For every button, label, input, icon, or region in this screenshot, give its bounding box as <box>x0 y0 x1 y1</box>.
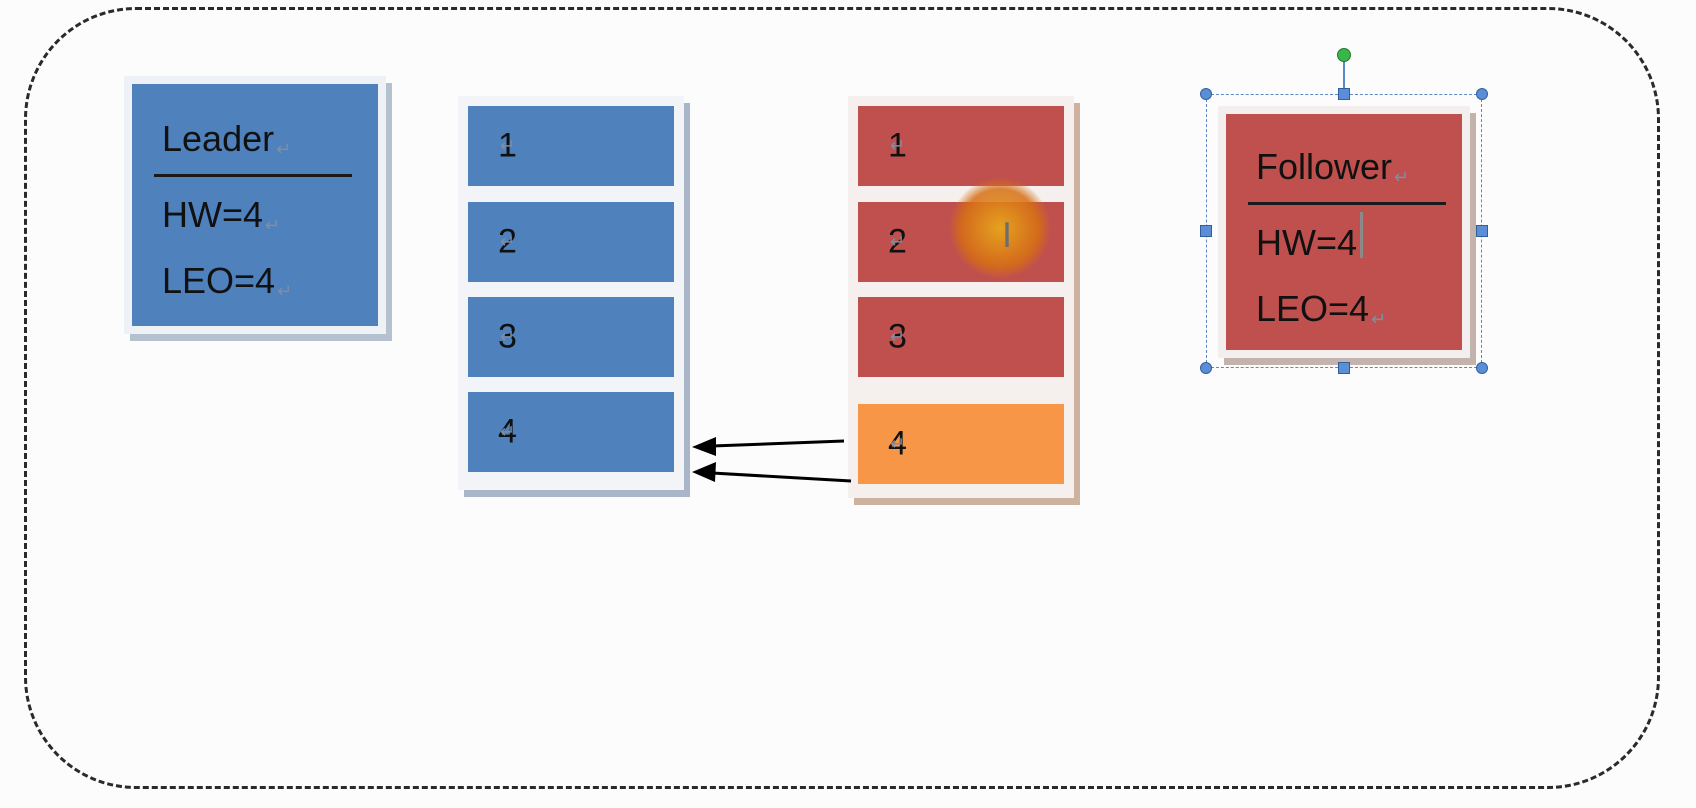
leader-card[interactable]: Leader↵ HW=4↵ LEO=4↵ <box>124 76 386 334</box>
paragraph-mark-icon: ↵ <box>277 281 293 301</box>
leader-leo: LEO=4↵ <box>162 260 293 301</box>
follower-title: Follower↵ <box>1256 146 1410 187</box>
rotate-handle-icon[interactable] <box>1337 48 1351 62</box>
paragraph-mark-icon: ↵ <box>276 139 292 159</box>
follower-card[interactable]: Follower↵ HW=4 LEO=4↵ <box>1218 106 1470 358</box>
cursor-highlight <box>950 178 1050 278</box>
follower-log-entry[interactable]: 1↵ <box>858 106 1064 186</box>
rotation-stem <box>1343 56 1345 96</box>
resize-handle-s[interactable] <box>1338 362 1350 374</box>
follower-divider <box>1248 202 1446 205</box>
leader-log-entry[interactable]: 2↵ <box>468 202 674 282</box>
resize-handle-sw[interactable] <box>1200 362 1212 374</box>
resize-handle-ne[interactable] <box>1476 88 1488 100</box>
leader-log-entry[interactable]: 3↵ <box>468 297 674 377</box>
follower-log: 1↵ 2↵ 3↵ 4↵ <box>848 96 1074 498</box>
i-beam-cursor-icon: I <box>1002 216 1013 256</box>
leader-title: Leader↵ <box>162 118 292 159</box>
resize-handle-nw[interactable] <box>1200 88 1212 100</box>
paragraph-mark-icon: ↵ <box>1394 167 1410 187</box>
resize-handle-n[interactable] <box>1338 88 1350 100</box>
leader-divider <box>154 174 352 177</box>
follower-leo: LEO=4↵ <box>1256 288 1387 329</box>
resize-handle-w[interactable] <box>1200 225 1212 237</box>
paragraph-mark-icon: ↵ <box>1371 309 1387 329</box>
paragraph-mark-icon: ↵ <box>500 326 516 347</box>
follower-hw: HW=4 <box>1256 222 1358 263</box>
follower-log-entry[interactable]: 3↵ <box>858 297 1064 377</box>
leader-hw: HW=4↵ <box>162 194 281 235</box>
resize-handle-se[interactable] <box>1476 362 1488 374</box>
paragraph-mark-icon: ↵ <box>500 421 516 442</box>
paragraph-mark-icon: ↵ <box>890 433 906 454</box>
paragraph-mark-icon: ↵ <box>890 135 906 156</box>
leader-log-entry[interactable]: 1↵ <box>468 106 674 186</box>
paragraph-mark-icon: ↵ <box>500 231 516 252</box>
follower-log-entry-new[interactable]: 4↵ <box>858 404 1064 484</box>
broker-boundary <box>24 7 1660 789</box>
paragraph-mark-icon: ↵ <box>890 326 906 347</box>
paragraph-mark-icon: ↵ <box>500 135 516 156</box>
selection-frame <box>1206 94 1482 368</box>
leader-log: 1↵ 2↵ 3↵ 4↵ <box>458 96 684 490</box>
text-caret <box>1360 212 1363 258</box>
resize-handle-e[interactable] <box>1476 225 1488 237</box>
paragraph-mark-icon: ↵ <box>890 231 906 252</box>
leader-log-entry[interactable]: 4↵ <box>468 392 674 472</box>
paragraph-mark-icon: ↵ <box>265 215 281 235</box>
